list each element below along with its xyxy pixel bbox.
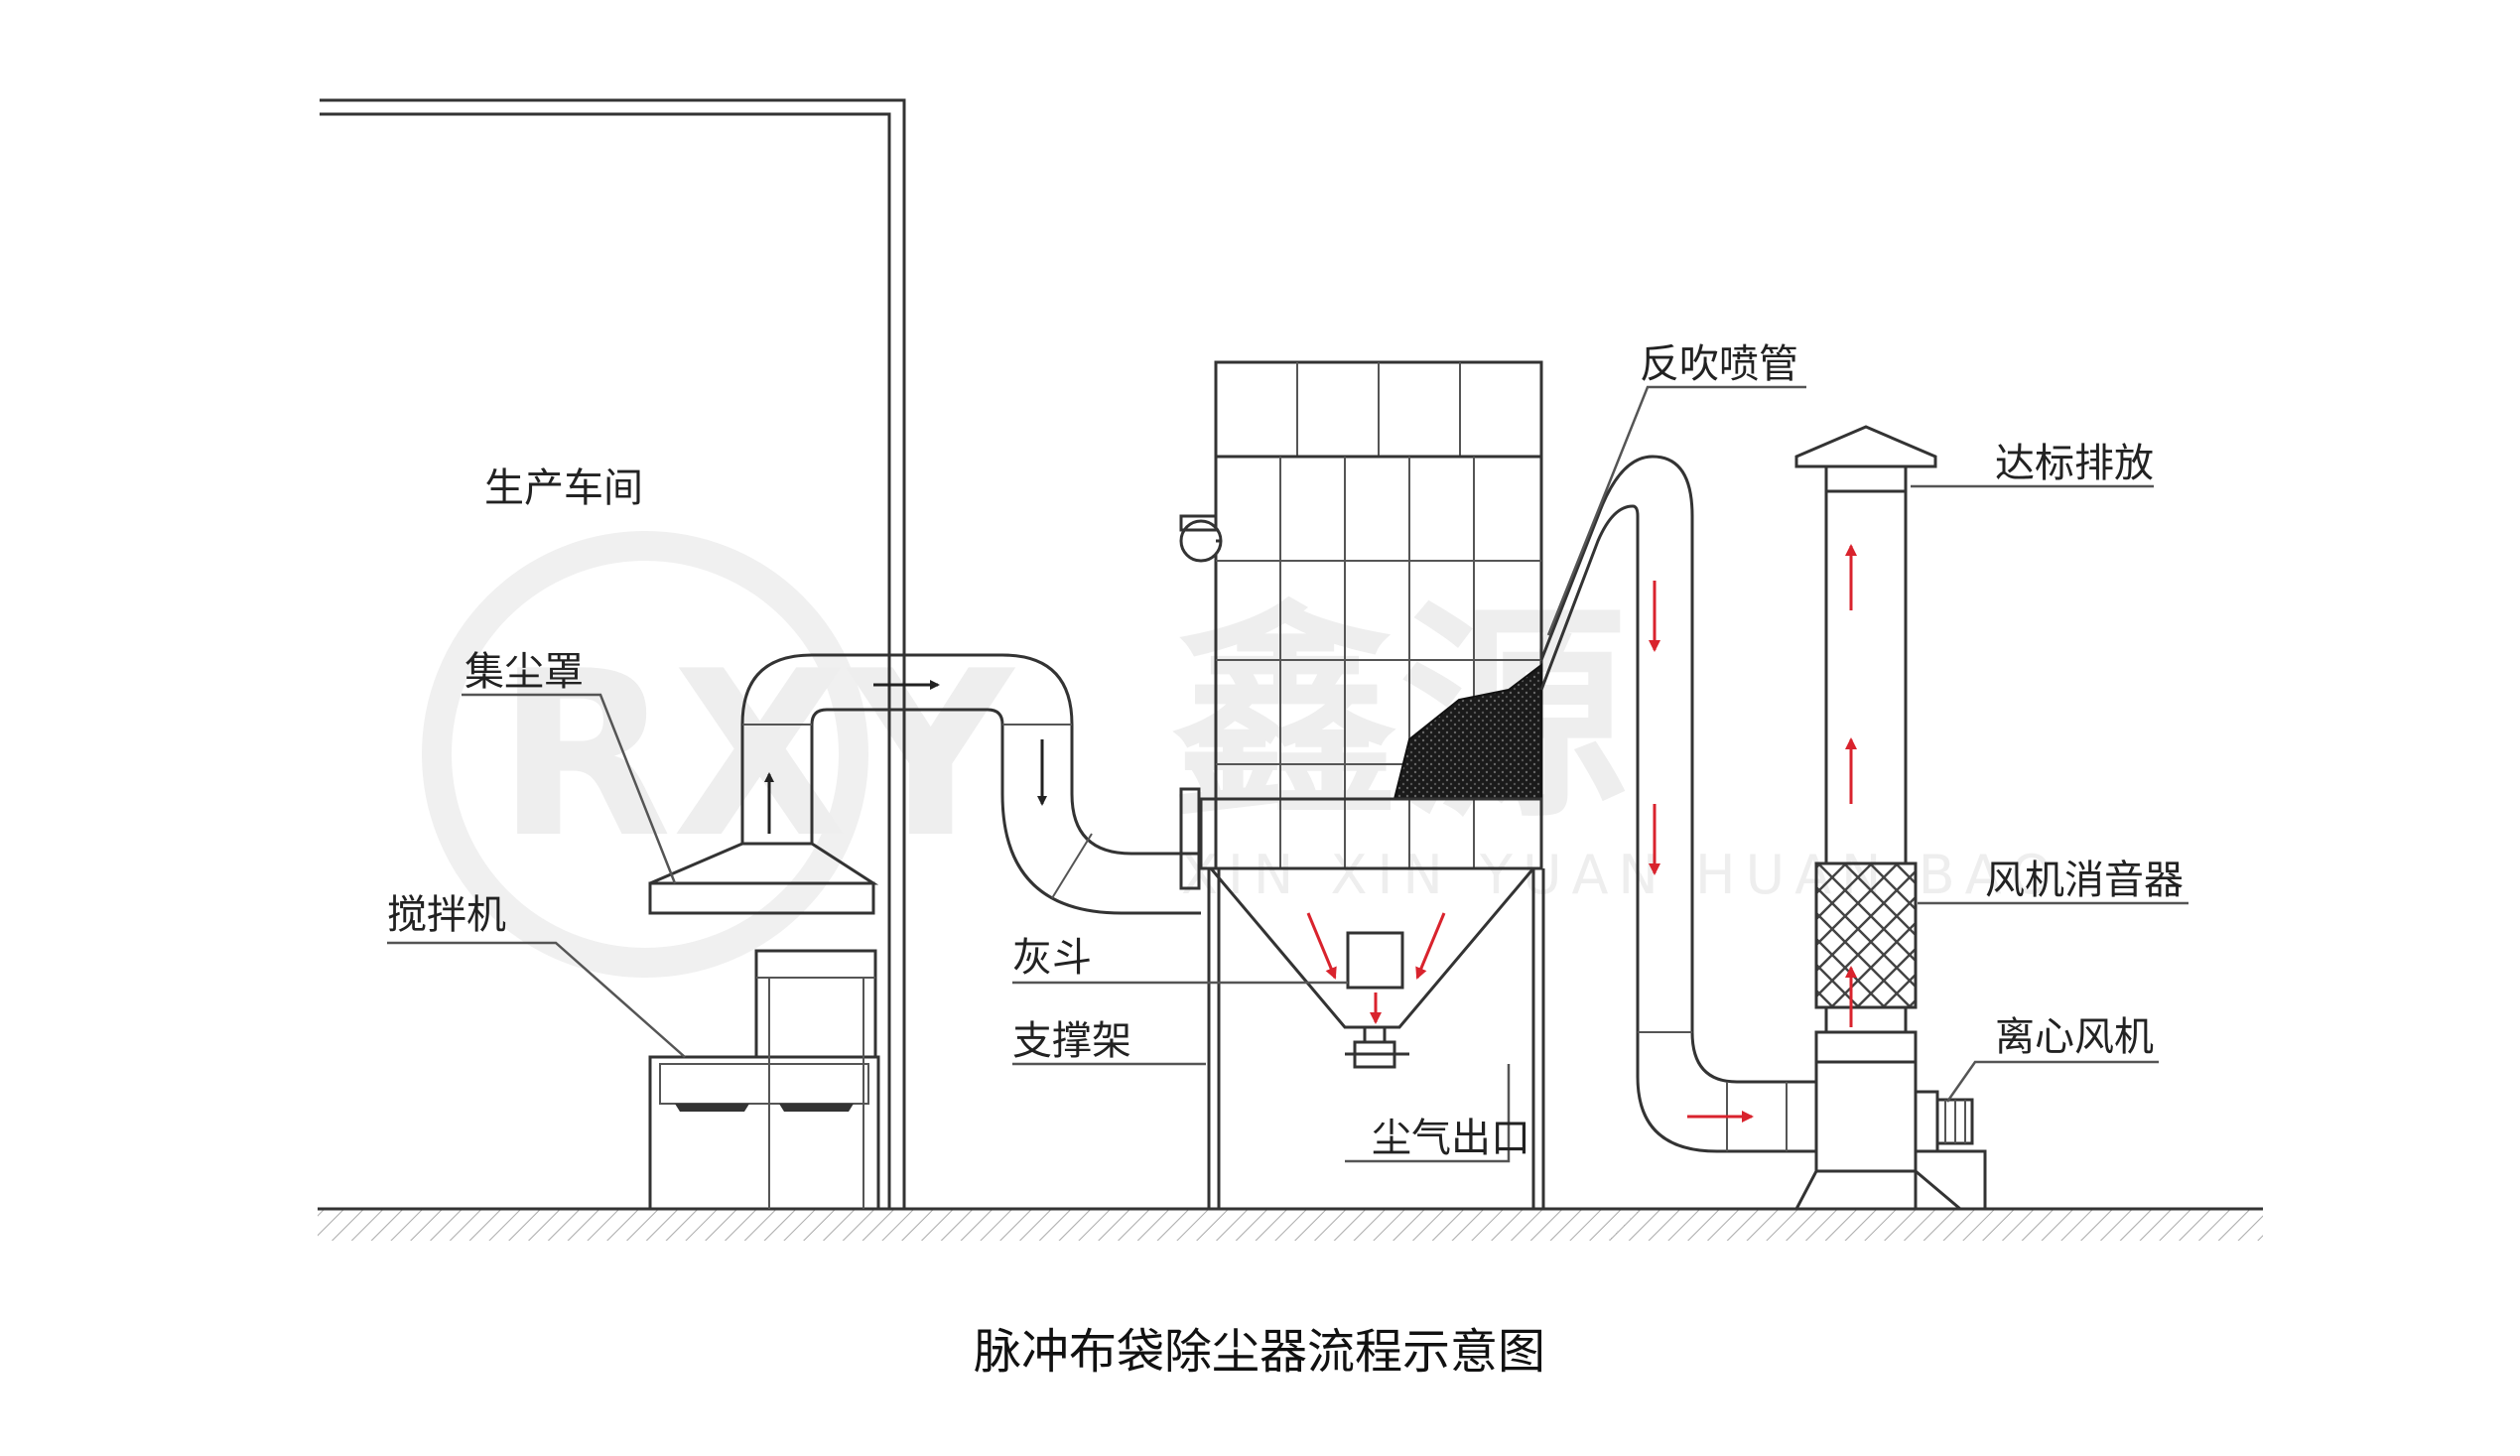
watermark-pinyin: XIN XIN YUAN HUAN BAO (1181, 844, 2062, 906)
arrow-hopper-left (1306, 912, 1337, 980)
outlet-duct (1539, 455, 1816, 1153)
label-hopper: 灰斗 (1012, 935, 1092, 981)
label-outlet: 尘气出口 (1372, 1116, 1530, 1161)
label-discharge: 达标排放 (1995, 441, 2154, 486)
hopper (1201, 866, 1541, 1069)
diagram-caption: 脉冲布袋除尘器流程示意图 (974, 1324, 1545, 1380)
label-workshop: 生产车间 (484, 465, 643, 511)
workshop-building (320, 98, 906, 1209)
watermark-brand: 鑫源 (1171, 584, 1628, 849)
flow-arrows (764, 544, 1857, 1123)
label-support: 支撑架 (1012, 1018, 1131, 1064)
inlet-duct (740, 653, 1201, 915)
label-blowpipe: 反吹喷管 (1640, 341, 1798, 387)
centrifugal-fan (1793, 1005, 1987, 1211)
watermark-ring (422, 531, 868, 978)
support-frame (1207, 868, 1545, 1209)
ground (318, 1207, 2263, 1241)
arrow-hopper-right (1415, 912, 1446, 980)
label-silencer: 风机消音器 (1985, 858, 2184, 903)
label-hood: 集尘罩 (464, 649, 584, 695)
label-fan: 离心风机 (1995, 1014, 2154, 1060)
mixer-machine (648, 949, 880, 1211)
leader-lines (387, 385, 2188, 1163)
dust-hood (648, 842, 879, 915)
fan-silencer (1814, 861, 1918, 1009)
exhaust-stack (1794, 425, 1937, 865)
label-mixer: 搅拌机 (387, 892, 506, 938)
